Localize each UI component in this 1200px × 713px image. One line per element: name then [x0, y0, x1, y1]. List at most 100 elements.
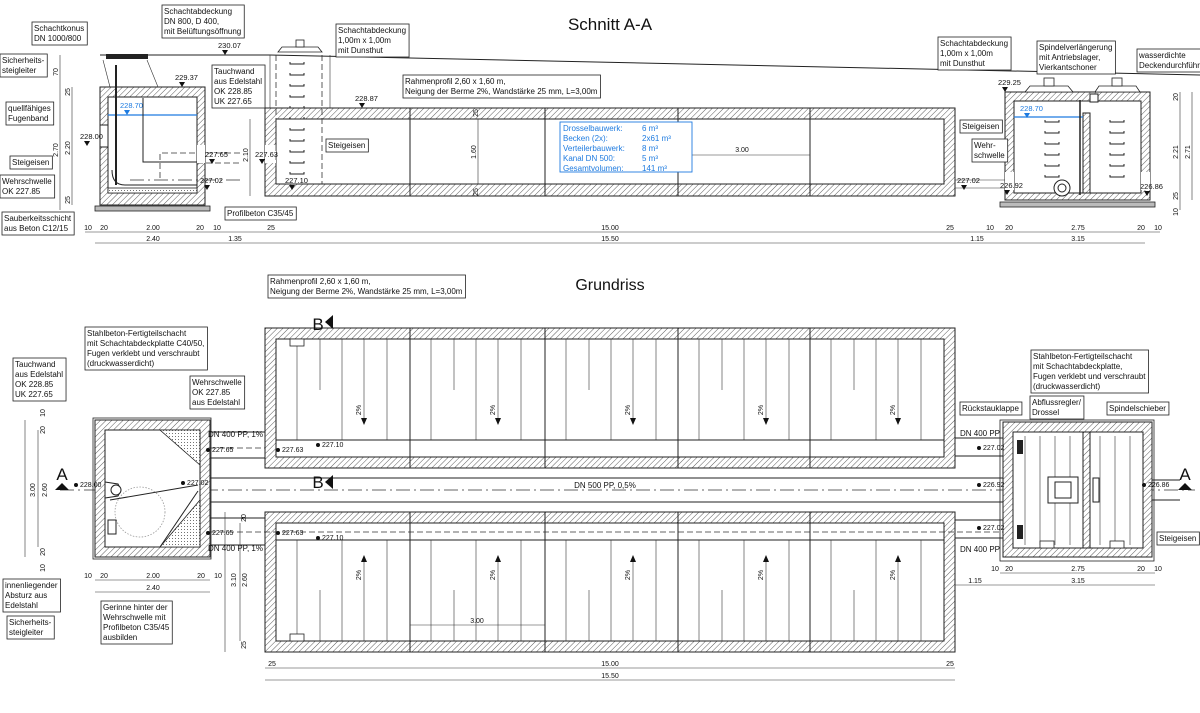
- callout-line: Drossel: [1032, 408, 1059, 417]
- left-shaft-section: [94, 54, 240, 212]
- elevation-label: 227.63: [255, 150, 278, 159]
- manhole-cover: [106, 54, 148, 59]
- elevation-marker-icon: [209, 159, 215, 164]
- callout-line: mit Belüftungsöffnung: [164, 27, 241, 36]
- callout-line: OK 228.85: [15, 380, 54, 389]
- slope-arrow-icon: [630, 418, 636, 425]
- dimension-label: 2.70: [53, 143, 60, 157]
- dimension-label: 25: [268, 661, 276, 668]
- rung-icon: [289, 128, 305, 131]
- callout-line: ausbilden: [103, 633, 137, 642]
- slope-arrow-icon: [895, 418, 901, 425]
- callout-line: OK 227.85: [2, 187, 41, 196]
- elevation-point-icon: [977, 483, 981, 487]
- rung-icon: [1044, 120, 1060, 123]
- slope-arrow-icon: [495, 418, 501, 425]
- lower-basin-plan: [210, 511, 1003, 653]
- callout-line: Neigung der Berme 2%, Wandstärke 25 mm, …: [270, 287, 463, 296]
- dimension-label: 25: [946, 225, 954, 232]
- dimension-label: 2.00: [146, 225, 160, 232]
- callout-line: Gerinne hinter der: [103, 603, 168, 612]
- slope-arrow-icon: [361, 555, 367, 562]
- dimension-label: 2.20: [65, 141, 72, 155]
- elevation-point-icon: [977, 526, 981, 530]
- dimension-label: 20: [1005, 225, 1013, 232]
- volume-value: 141 m³: [642, 164, 667, 173]
- callout-line: Profilbeton C35/45: [227, 209, 294, 218]
- callout-profilbeton: Profilbeton C35/45: [224, 206, 297, 221]
- callout-line: Wehrschwelle mit: [103, 613, 166, 622]
- callout-line: Schachtkonus: [34, 24, 84, 33]
- volume-value: 6 m³: [642, 124, 658, 133]
- dimension-label: 10: [1173, 208, 1180, 216]
- volume-label: Becken (2x):: [563, 134, 608, 143]
- elevation-label: 226.86: [1140, 182, 1163, 191]
- dimension-label: 3.15: [1071, 578, 1085, 585]
- elevation-marker-icon: [84, 141, 90, 146]
- callout-line: Steigeisen: [1159, 534, 1196, 543]
- elevation-label: 227.63: [282, 530, 304, 537]
- elevation-marker-icon: [204, 185, 210, 190]
- elevation-marker-icon: [359, 103, 365, 108]
- dimension-label: 25: [267, 225, 275, 232]
- callout-line: 1,00m x 1,00m: [940, 49, 993, 58]
- callout-line: Sicherheits-: [2, 56, 45, 65]
- dimension-label: 20: [1137, 566, 1145, 573]
- elevation-label: 227.65: [212, 530, 234, 537]
- callout-line: Stahlbeton-Fertigteilschacht: [1033, 352, 1133, 361]
- elevation-marker-icon: [179, 82, 185, 87]
- rung-icon: [289, 139, 305, 142]
- elevation-marker-icon: [1144, 191, 1150, 196]
- elevation-label: 227.02: [983, 525, 1005, 532]
- elevation-marker-icon: [961, 185, 967, 190]
- vent-cap: [277, 46, 323, 53]
- callout-line: Tauchwand: [15, 360, 55, 369]
- dimension-label: 2.60: [42, 483, 49, 497]
- elevation-label: 227.63: [282, 447, 304, 454]
- callout-line: Rückstauklappe: [962, 404, 1019, 413]
- callout-line: Wehr-: [974, 141, 996, 150]
- callout-line: schwelle: [974, 151, 1005, 160]
- dimension-label: 10: [213, 225, 221, 232]
- dimension-label: 70: [53, 68, 60, 76]
- slope-arrow-icon: [763, 418, 769, 425]
- callout-line: mit Antriebslager,: [1039, 53, 1100, 62]
- slope-label: 2%: [490, 570, 497, 580]
- section-title: Schnitt A-A: [568, 15, 653, 34]
- elevation-label: 227.65: [205, 150, 228, 159]
- callout-steigeisen: Steigeisen: [1156, 531, 1200, 546]
- dimension-label: 2.40: [146, 236, 160, 243]
- callout-line: OK 228.85: [214, 87, 253, 96]
- elevation-label: 227.02: [983, 445, 1005, 452]
- dimension-label: 20: [40, 426, 47, 434]
- volume-label: Verteilerbauwerk:: [563, 144, 625, 153]
- elevation-point-icon: [316, 443, 320, 447]
- rung-icon: [289, 117, 305, 120]
- dimension-label: 3.00: [30, 483, 37, 497]
- plan-title: Grundriss: [575, 277, 644, 294]
- rung-icon: [1109, 131, 1125, 134]
- elevation-label: 228.70: [120, 101, 143, 110]
- section-b-marker-icon: [325, 315, 333, 329]
- rung-icon: [1044, 164, 1060, 167]
- callout-line: quellfähiges: [8, 104, 51, 113]
- callout-line: Fugenband: [8, 114, 48, 123]
- rung-icon: [1109, 175, 1125, 178]
- callout-line: Wehrschwelle: [2, 177, 52, 186]
- slope-label: 2%: [890, 570, 897, 580]
- dimension-label: 15.00: [601, 225, 619, 232]
- slope-arrow-icon: [495, 555, 501, 562]
- dimension-label: 15.00: [601, 661, 619, 668]
- callout-line: aus Edelstahl: [214, 77, 262, 86]
- elevation-label: 227.10: [285, 176, 308, 185]
- elevation-label: 227.02: [957, 176, 980, 185]
- pipe-label: DN 400 PP: [960, 429, 1000, 438]
- plan-view: [24, 315, 1195, 681]
- dimension-label: 25: [473, 109, 480, 117]
